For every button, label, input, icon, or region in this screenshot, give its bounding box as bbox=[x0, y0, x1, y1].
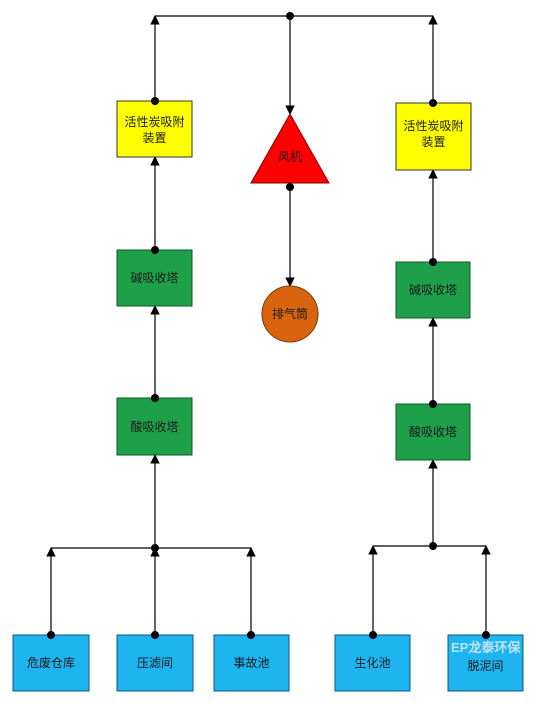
source-filter-room: 压滤间 bbox=[116, 634, 194, 692]
alkali-left-label: 碱吸收塔 bbox=[130, 271, 178, 285]
carbon-adsorber-right: 活性炭吸附 装置 bbox=[395, 102, 472, 171]
alkali-right-label: 碱吸收塔 bbox=[409, 283, 457, 297]
junction-dot bbox=[369, 631, 377, 639]
junction-dot bbox=[151, 544, 159, 552]
source-accident-pool: 事故池 bbox=[213, 634, 290, 692]
acid-left-label: 酸吸收塔 bbox=[130, 419, 178, 434]
junction-dot bbox=[286, 183, 294, 191]
junction-dot bbox=[151, 246, 159, 254]
junction-dot bbox=[151, 394, 159, 402]
connectors bbox=[46, 15, 491, 635]
junction-dot bbox=[429, 99, 437, 107]
junction-dot bbox=[482, 631, 490, 639]
carbon-left-label-1: 活性炭吸附 bbox=[124, 115, 184, 129]
fan-label: 风机 bbox=[278, 150, 302, 164]
alkali-tower-right: 碱吸收塔 bbox=[395, 261, 471, 319]
src-accident-label: 事故池 bbox=[233, 655, 269, 670]
carbon-adsorber-left: 活性炭吸附 装置 bbox=[116, 100, 193, 158]
carbon-right-label-2: 装置 bbox=[421, 135, 445, 149]
junction-dot bbox=[247, 631, 255, 639]
junction-dot bbox=[151, 97, 159, 105]
junction-dot bbox=[151, 631, 159, 639]
junction-dot bbox=[429, 258, 437, 266]
junction-dot bbox=[429, 542, 437, 550]
junction-dot bbox=[429, 400, 437, 408]
src-hazardous-label: 危废仓库 bbox=[27, 655, 75, 670]
junction-dot bbox=[47, 631, 55, 639]
acid-tower-left: 酸吸收塔 bbox=[116, 397, 193, 456]
junction-dots bbox=[47, 12, 490, 639]
carbon-left-label-2: 装置 bbox=[142, 131, 166, 145]
exhaust-stack-node: 排气筒 bbox=[261, 285, 319, 343]
carbon-right-label-1: 活性炭吸附 bbox=[403, 119, 463, 133]
source-bio-pool: 生化池 bbox=[334, 634, 411, 692]
src-bio-label: 生化池 bbox=[354, 656, 390, 670]
acid-right-label: 酸吸收塔 bbox=[409, 424, 457, 439]
source-sludge-room: 脱泥间 bbox=[447, 634, 524, 692]
alkali-tower-left: 碱吸收塔 bbox=[116, 249, 193, 307]
source-hazardous-warehouse: 危废仓库 bbox=[12, 634, 90, 692]
junction-dot bbox=[286, 12, 294, 20]
stack-label: 排气筒 bbox=[272, 306, 308, 321]
watermark-text: EP龙泰环保 bbox=[451, 640, 521, 655]
src-sludge-label: 脱泥间 bbox=[467, 658, 503, 673]
src-filter-label: 压滤间 bbox=[137, 656, 173, 670]
fan-node: 风机 bbox=[250, 112, 330, 184]
acid-tower-right: 酸吸收塔 bbox=[395, 403, 471, 461]
